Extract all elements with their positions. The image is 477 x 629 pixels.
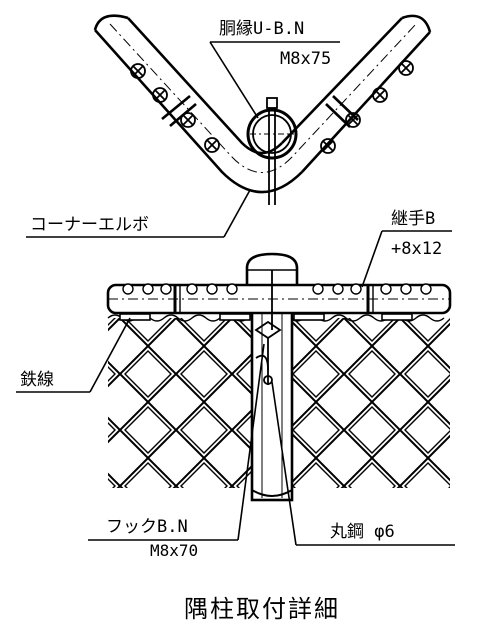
label-joint-size: +8x12 (391, 239, 442, 259)
label-ubolt-name: 胴縁U-B.N (219, 19, 304, 39)
hook-bolt (254, 270, 282, 385)
bolt-icon (130, 63, 146, 79)
label-ubolt-size: M8x75 (280, 49, 331, 69)
leader-elbow (26, 189, 251, 238)
bolt-icon (320, 138, 336, 154)
bolt-icon (204, 137, 220, 153)
top-rail (106, 283, 452, 321)
bolt-icon (180, 112, 196, 128)
label-round-steel: 丸鋼 φ6 (330, 522, 395, 542)
leader-hook (88, 343, 265, 541)
top-bolts (130, 60, 414, 154)
leader-round-steel (271, 381, 455, 546)
label-corner-elbow: コーナーエルボ (30, 215, 149, 235)
post-top-view (246, 97, 298, 205)
leader-ubolt (209, 41, 340, 119)
drawing-title: 隅柱取付詳細 (184, 595, 340, 623)
bolt-icon (345, 112, 361, 128)
label-hook-name: フックB.N (106, 517, 188, 537)
label-joint-name: 継手B (391, 209, 435, 229)
label-wire: 鉄線 (20, 370, 54, 390)
post-front-view (245, 252, 299, 502)
bolt-icon (152, 87, 168, 103)
bolt-icon (372, 87, 388, 103)
label-hook-size: M8x70 (150, 541, 198, 560)
top-view (93, 14, 432, 194)
leader-joint (361, 230, 452, 288)
leader-wire (16, 317, 131, 393)
bolt-icon (398, 60, 414, 76)
